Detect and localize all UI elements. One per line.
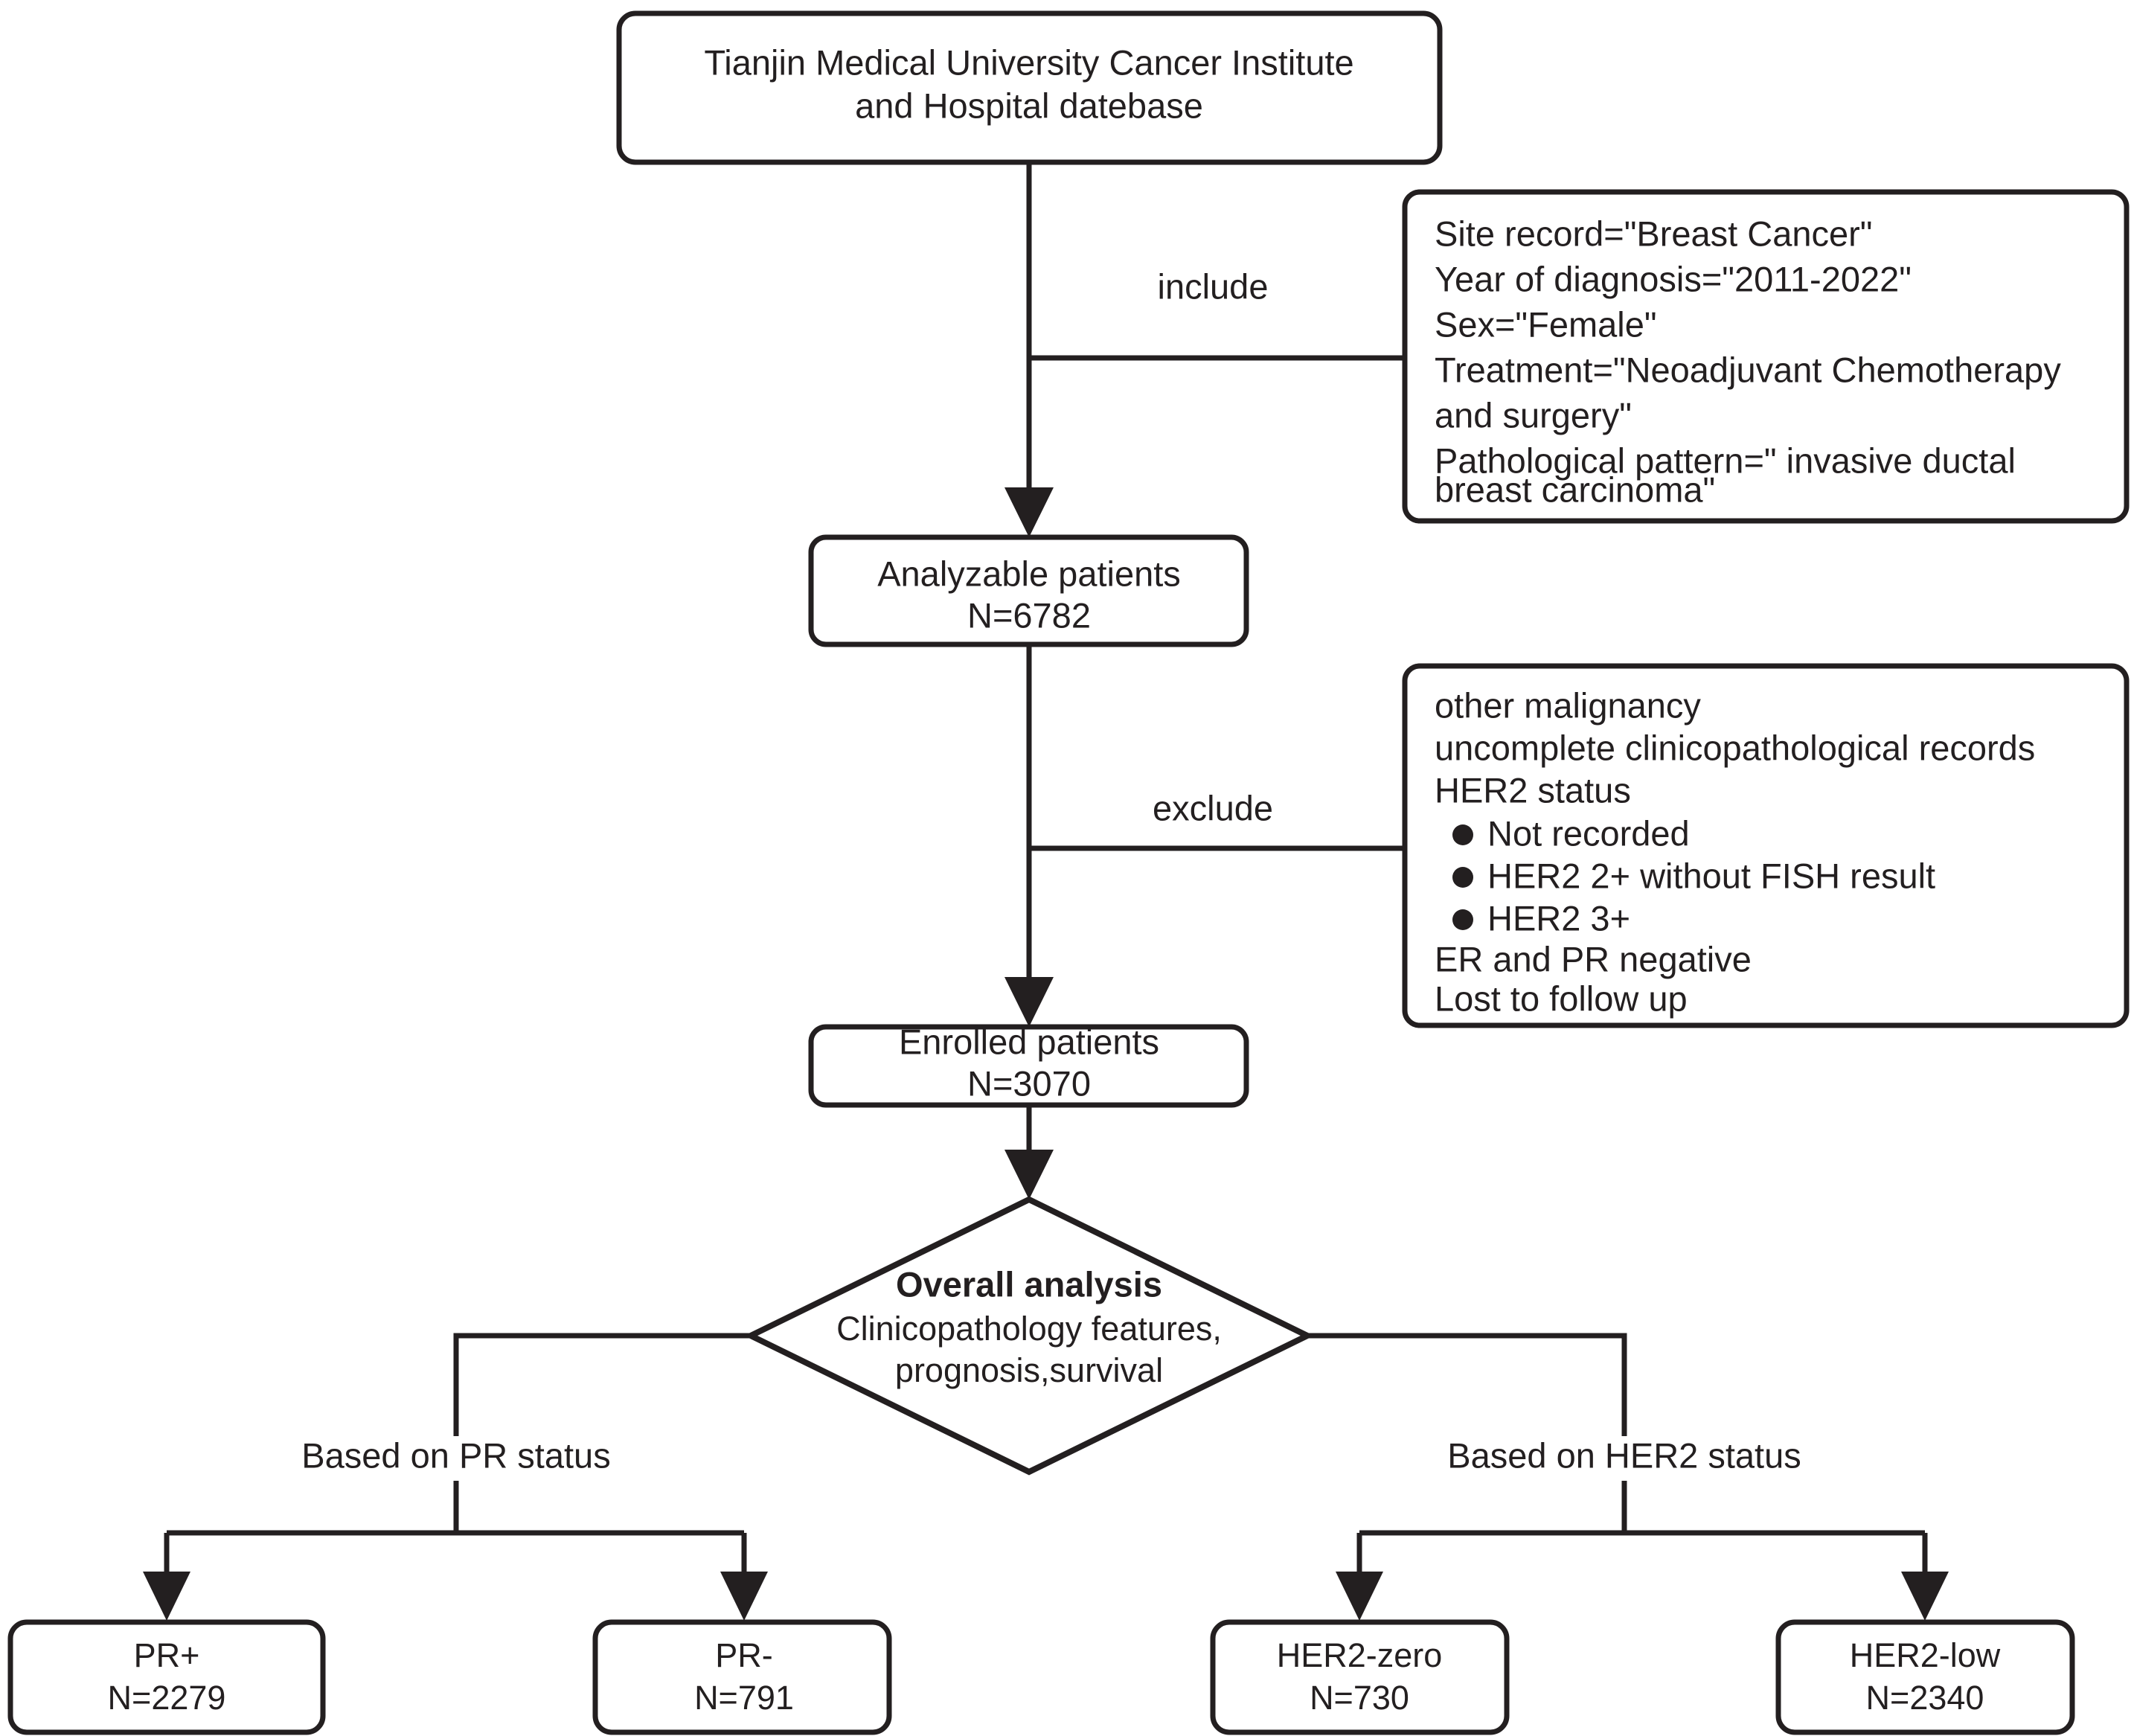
arrowhead-her2-zero — [1336, 1572, 1383, 1621]
edge-label-include: include — [1158, 266, 1269, 306]
exclusion-line-4: Not recorded — [1487, 813, 1690, 853]
node-her2-low-count: N=2340 — [1866, 1679, 1984, 1717]
exclusion-line-2: uncomplete clinicopathological records — [1435, 728, 2035, 767]
arrowhead-pr-neg — [720, 1572, 768, 1621]
node-overall-analysis[interactable]: Overall analysis Clinicopathology featur… — [743, 1196, 1315, 1476]
node-pr-negative-shape[interactable] — [592, 1619, 892, 1735]
exclusion-line-8: Lost to follow up — [1435, 978, 1688, 1018]
node-analyzable-patients-shape[interactable] — [808, 534, 1249, 647]
node-enrolled-patients[interactable]: Enrolled patients N=3070 — [808, 1022, 1249, 1108]
arrowhead-pr-pos — [143, 1572, 190, 1621]
node-pr-positive[interactable]: PR+ N=2279 — [7, 1619, 326, 1735]
arrowhead-her2-low — [1901, 1572, 1949, 1621]
edge-label-branch-her2: Based on HER2 status — [1447, 1435, 1801, 1475]
node-her2-low[interactable]: HER2-low N=2340 — [1775, 1619, 2075, 1735]
node-inclusion-criteria-shape[interactable] — [1402, 189, 2130, 524]
node-her2-zero-label: HER2-zero — [1277, 1636, 1443, 1674]
exclusion-line-3: HER2 status — [1435, 770, 1631, 810]
arrowhead-enrolled — [1004, 977, 1054, 1027]
bullet-dot-icon — [1452, 909, 1473, 930]
arrowhead-analyzable — [1004, 487, 1054, 537]
node-enrolled-patients-count: N=3070 — [967, 1063, 1091, 1103]
bullet-dot-icon — [1452, 824, 1473, 845]
node-pr-positive-shape[interactable] — [7, 1619, 326, 1735]
inclusion-line-5: and surgery" — [1435, 395, 1632, 435]
exclusion-line-5: HER2 2+ without FISH result — [1487, 856, 1935, 895]
node-analyzable-patients[interactable]: Analyzable patients N=6782 — [808, 534, 1249, 647]
arrowhead-overall — [1004, 1150, 1054, 1199]
connector-overall-to-her2-branch — [1307, 1333, 1627, 1436]
node-exclusion-criteria[interactable]: other malignancy uncomplete clinicopatho… — [1402, 663, 2130, 1028]
node-source-database-line1: Tianjin Medical University Cancer Instit… — [704, 42, 1353, 82]
inclusion-line-6: Pathological pattern=" invasive ductal — [1435, 441, 2016, 480]
node-her2-low-label: HER2-low — [1850, 1636, 2001, 1674]
inclusion-line-4: Treatment="Neoadjuvant Chemotherapy — [1435, 350, 2061, 389]
exclusion-line-6: HER2 3+ — [1487, 898, 1630, 938]
node-source-database[interactable]: Tianjin Medical University Cancer Instit… — [616, 10, 1443, 165]
node-inclusion-criteria[interactable]: Site record="Breast Cancer" Year of diag… — [1402, 189, 2130, 524]
connector-pr-split — [164, 1481, 747, 1592]
node-enrolled-patients-label: Enrolled patients — [899, 1022, 1159, 1061]
node-pr-negative-label: PR- — [715, 1636, 773, 1674]
node-source-database-line2: and Hospital datebase — [855, 86, 1203, 125]
node-overall-analysis-sub1: Clinicopathology features, — [836, 1310, 1222, 1348]
node-her2-zero-shape[interactable] — [1210, 1619, 1510, 1735]
node-analyzable-patients-count: N=6782 — [967, 595, 1091, 635]
connector-her2-split — [1356, 1481, 1928, 1592]
node-analyzable-patients-label: Analyzable patients — [877, 554, 1181, 593]
bullet-dot-icon — [1452, 867, 1473, 888]
inclusion-line-1: Site record="Breast Cancer" — [1435, 214, 1873, 253]
inclusion-line-7: breast carcinoma" — [1435, 470, 1715, 509]
node-pr-negative-count: N=791 — [694, 1679, 794, 1717]
node-overall-analysis-shape[interactable] — [743, 1196, 1315, 1476]
connector-layer — [143, 162, 1949, 1621]
node-overall-analysis-title: Overall analysis — [896, 1264, 1162, 1304]
node-her2-zero-count: N=730 — [1310, 1679, 1409, 1717]
node-overall-analysis-sub2: prognosis,survival — [895, 1351, 1163, 1389]
node-her2-low-shape[interactable] — [1775, 1619, 2075, 1735]
exclusion-line-7: ER and PR negative — [1435, 939, 1752, 978]
inclusion-line-3: Sex="Female" — [1435, 304, 1657, 344]
node-source-database-shape[interactable] — [616, 10, 1443, 165]
node-her2-zero[interactable]: HER2-zero N=730 — [1210, 1619, 1510, 1735]
node-pr-positive-label: PR+ — [134, 1636, 200, 1674]
edge-label-branch-pr: Based on PR status — [301, 1435, 610, 1475]
inclusion-line-2: Year of diagnosis="2011-2022" — [1435, 259, 1912, 298]
edge-label-exclude: exclude — [1153, 788, 1273, 827]
exclusion-line-1: other malignancy — [1435, 685, 1701, 725]
node-enrolled-patients-shape[interactable] — [808, 1024, 1249, 1108]
node-pr-positive-count: N=2279 — [108, 1679, 226, 1717]
connector-overall-to-pr-branch — [453, 1333, 751, 1436]
node-pr-negative[interactable]: PR- N=791 — [592, 1619, 892, 1735]
node-exclusion-criteria-shape[interactable] — [1402, 663, 2130, 1028]
